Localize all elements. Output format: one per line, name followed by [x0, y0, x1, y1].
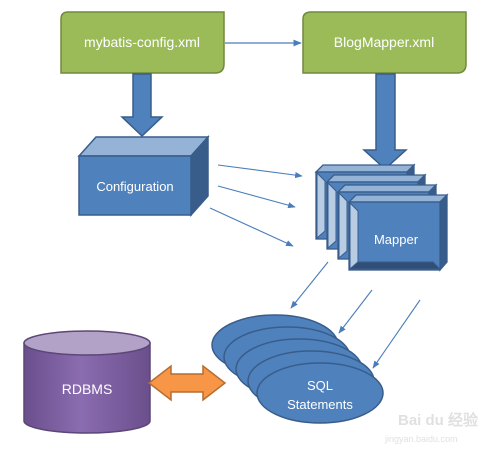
mapper-down-arrow — [362, 73, 408, 171]
watermark-url: jingyan.baidu.com — [384, 434, 458, 444]
sql-label-line1: SQL — [307, 378, 333, 393]
mapper-to-sql-arrow — [372, 299, 421, 369]
config-file-label: mybatis-config.xml — [84, 34, 200, 50]
configuration-to-mapper-arrow — [217, 185, 296, 209]
mapper-layer-front: Mapper — [347, 193, 449, 272]
watermark: Bai du 经验 jingyan.baidu.com — [384, 411, 479, 444]
rdbms-label: RDBMS — [62, 381, 113, 397]
configuration-node: Configuration — [77, 135, 210, 217]
config-down-arrow — [120, 73, 164, 138]
mapper-stack-node: Mapper — [314, 163, 449, 272]
watermark-brand: Bai du 经验 — [398, 411, 479, 429]
sql-label-line2: Statements — [287, 397, 353, 412]
configuration-label: Configuration — [96, 179, 173, 194]
configuration-to-mapper-arrow — [209, 207, 294, 247]
mapper-to-sql-arrow — [338, 289, 373, 334]
rdbms-sql-bidirectional-arrow — [147, 364, 227, 402]
rdbms-node: RDBMS — [23, 330, 151, 434]
sql-statements-node: SQL Statements — [211, 314, 384, 424]
config-file-node: mybatis-config.xml — [60, 11, 225, 74]
mapper-file-label: BlogMapper.xml — [334, 34, 434, 50]
sql-ellipse-front — [256, 362, 384, 424]
configuration-to-mapper-arrow — [217, 164, 303, 179]
mapper-to-sql-arrow — [290, 261, 329, 309]
mapper-file-node: BlogMapper.xml — [302, 11, 467, 74]
mapper-label: Mapper — [374, 232, 419, 247]
